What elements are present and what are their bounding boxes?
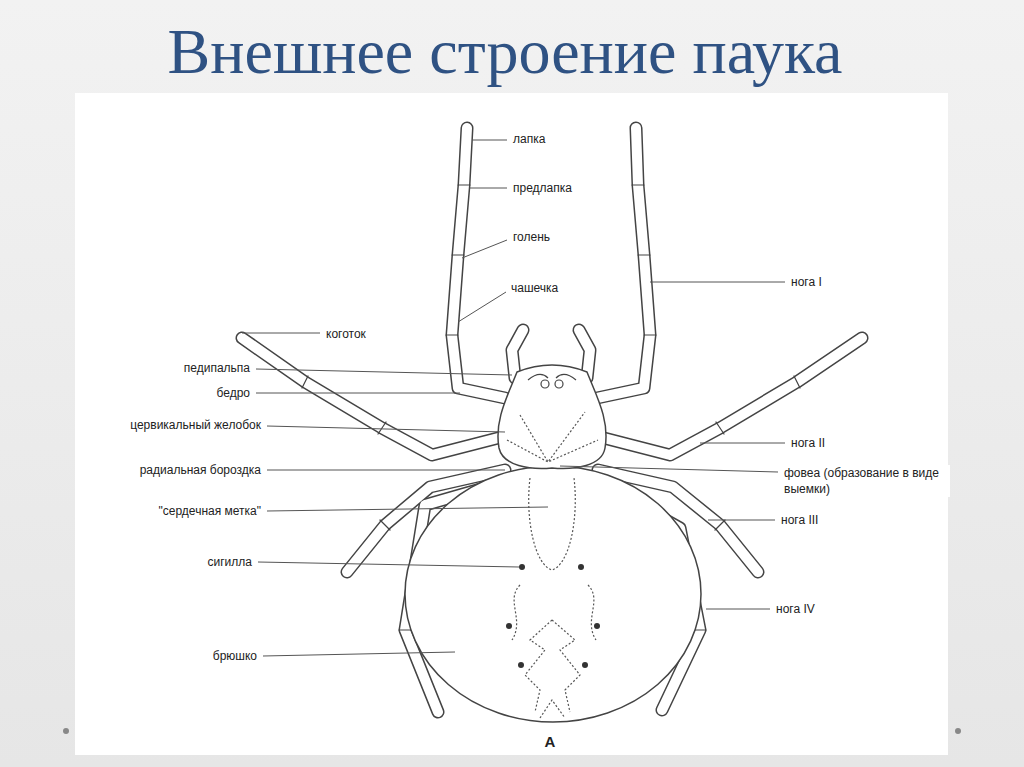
part-label: фовеа (образование в виде выемки) xyxy=(783,465,950,497)
part-label: нога I xyxy=(790,274,823,290)
slide-title: Внешнее строение паука xyxy=(168,17,843,87)
part-label: голень xyxy=(512,229,551,245)
part-label: предлапка xyxy=(512,180,573,196)
part-label: педипальпа xyxy=(183,360,251,376)
part-label: "сердечная метка" xyxy=(158,503,262,519)
part-label: коготок xyxy=(325,326,367,342)
cephalothorax xyxy=(498,365,606,468)
slide-dot xyxy=(63,728,69,734)
part-label: радиальная бороздка xyxy=(139,462,262,478)
grooves xyxy=(507,412,598,718)
eyes xyxy=(528,374,576,388)
part-label: нога IV xyxy=(775,601,816,617)
part-label: нога II xyxy=(790,435,826,451)
leader-lines xyxy=(242,140,785,656)
sigilla-dots xyxy=(506,564,600,668)
part-label: лапка xyxy=(512,131,546,147)
part-label: бедро xyxy=(216,385,252,401)
part-label: брюшко xyxy=(212,648,258,664)
part-label: чашечка xyxy=(510,280,559,296)
part-label: A xyxy=(544,732,557,752)
part-label: нога III xyxy=(780,512,819,528)
part-label: цервикальный желобок xyxy=(129,417,262,433)
slide-dot xyxy=(955,728,961,734)
part-label: сигилла xyxy=(207,554,253,570)
abdomen xyxy=(405,466,701,722)
